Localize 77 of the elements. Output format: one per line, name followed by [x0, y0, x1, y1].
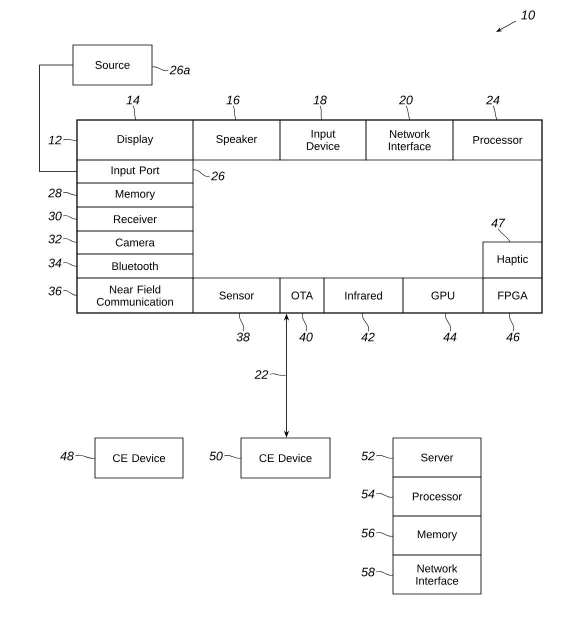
reference-numeral: 48: [60, 452, 74, 460]
component-box: Display: [76, 120, 194, 160]
component-box: Receiver: [76, 206, 194, 232]
component-box: Network Interface: [366, 120, 454, 160]
reference-numeral: 14: [126, 96, 140, 104]
leader-line: [62, 238, 78, 242]
component-box: Input Device: [280, 120, 366, 160]
leader-line: [62, 138, 78, 141]
reference-numeral: 44: [443, 332, 456, 342]
reference-numeral: 52: [361, 452, 375, 460]
component-box: Memory: [76, 182, 194, 208]
leader-line: [192, 170, 210, 177]
component-box: Sensor: [192, 278, 280, 314]
reference-numeral: 26: [211, 172, 225, 180]
component-box: Haptic: [482, 242, 542, 278]
connector-line: [39, 64, 77, 172]
reference-numeral: 54: [361, 490, 374, 498]
component-box: Input Port: [76, 160, 194, 184]
reference-numeral: 46: [506, 332, 520, 342]
leader-line: [492, 105, 498, 120]
leader-line: [62, 290, 78, 296]
reference-numeral: 12: [48, 136, 62, 144]
leader-line: [152, 66, 169, 71]
reference-numeral: 38: [236, 332, 250, 342]
component-box: OTA: [280, 278, 324, 314]
reference-numeral: 26a: [170, 66, 190, 74]
component-box: Near Field Communication: [76, 278, 194, 314]
reference-numeral: 50: [209, 452, 223, 460]
reference-numeral: 24: [486, 96, 500, 104]
reference-numeral: 34: [48, 258, 62, 268]
leader-line: [62, 215, 78, 220]
reference-numeral: 32: [48, 234, 62, 244]
leader-line: [224, 455, 242, 459]
reference-numeral: 16: [226, 96, 240, 104]
leader-line: [239, 312, 244, 332]
reference-numeral: 58: [361, 568, 375, 576]
component-box: Processor: [452, 120, 542, 160]
leader-line: [62, 262, 78, 266]
leader-line: [376, 571, 394, 576]
reference-numeral: 20: [399, 96, 413, 104]
component-box: CE Device: [94, 438, 184, 478]
leader-line: [509, 312, 514, 332]
component-box: Source: [72, 44, 152, 86]
leader-line: [232, 105, 236, 120]
leader-line: [445, 312, 452, 332]
reference-numeral: 18: [313, 96, 327, 104]
reference-numeral: 40: [299, 332, 313, 342]
component-box: GPU: [402, 278, 484, 314]
leader-line: [406, 105, 410, 120]
component-box: Speaker: [192, 120, 280, 160]
leader-line: [132, 105, 136, 120]
component-box: FPGA: [482, 278, 542, 314]
edge-label: 22: [254, 369, 270, 380]
component-box: Camera: [76, 230, 194, 254]
leader-line: [376, 493, 394, 498]
reference-numeral: 42: [361, 332, 375, 342]
leader-line: [362, 312, 369, 332]
leader-line: [74, 454, 96, 459]
component-box: CE Device: [240, 438, 330, 478]
leader-line: [498, 228, 510, 242]
reference-numeral: 28: [48, 188, 62, 198]
reference-numeral: 30: [48, 212, 62, 220]
leader-line: [376, 532, 394, 537]
leader-line: [376, 455, 394, 459]
component-box: Infrared: [324, 278, 404, 314]
component-box: Processor: [392, 476, 482, 516]
component-box: Server: [392, 438, 482, 478]
figure-number: 10: [521, 10, 536, 20]
reference-numeral: 47: [491, 218, 506, 228]
reference-numeral: 36: [48, 286, 62, 296]
reference-numeral: 56: [361, 528, 375, 538]
leader-line: [302, 312, 308, 332]
leader-line: [320, 105, 322, 120]
component-box: Bluetooth: [76, 254, 194, 278]
component-box: Network Interface: [392, 554, 482, 594]
leader-line: [62, 192, 78, 196]
component-box: Memory: [392, 516, 482, 556]
